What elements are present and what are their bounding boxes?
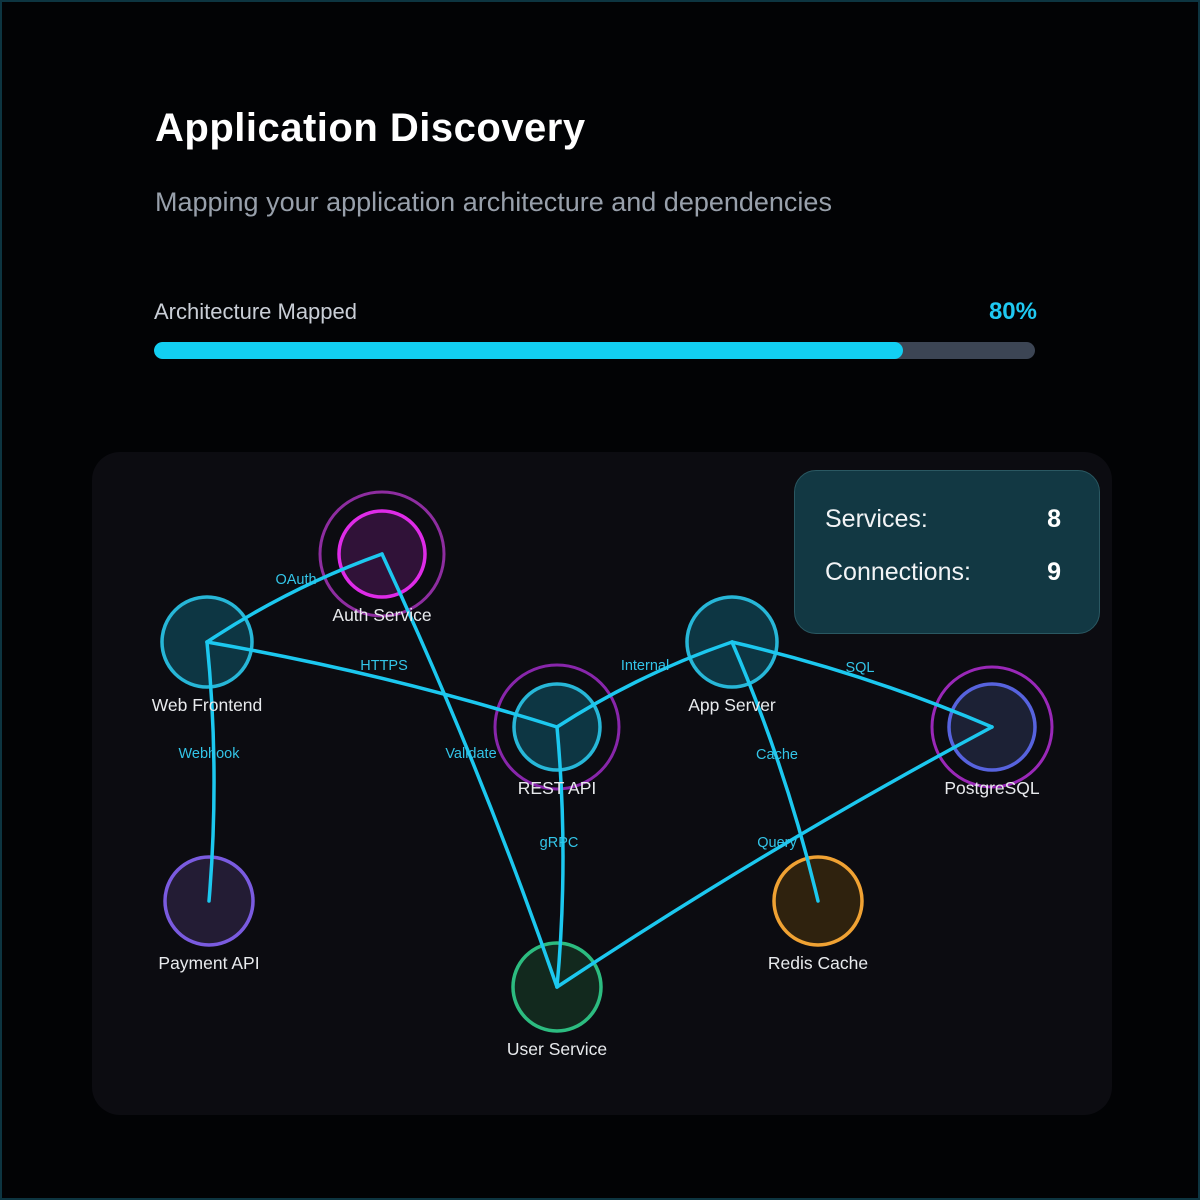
edge-app-server-postgresql	[730, 640, 994, 729]
services-value: 8	[1047, 505, 1061, 533]
services-label: Services:	[825, 505, 928, 533]
edge-label-grpc: gRPC	[540, 835, 579, 851]
postgresql-label: PostgreSQL	[944, 778, 1040, 798]
edge-label-validate: Validate	[445, 746, 496, 762]
node-layer	[160, 490, 1054, 1033]
edge-label-https: HTTPS	[360, 658, 408, 674]
progress-header: Architecture Mapped 80%	[154, 298, 1037, 326]
edge-web-frontend-rest-api	[205, 640, 559, 729]
page-subtitle: Mapping your application architecture an…	[155, 187, 832, 217]
edge-auth-service-user-service	[380, 552, 559, 989]
edge-label-internal: Internal	[621, 658, 669, 674]
edge-layer	[205, 552, 994, 989]
progress-track	[154, 342, 1035, 359]
edge-user-service-postgresql	[555, 725, 994, 989]
auth-service-label: Auth Service	[332, 605, 431, 625]
payment-api-label: Payment API	[158, 953, 259, 973]
postgresql-outer-ring	[930, 665, 1054, 789]
rest-api-outer-ring	[493, 663, 621, 791]
edge-label-webhook: Webhook	[179, 746, 241, 762]
progress-label: Architecture Mapped	[154, 299, 357, 324]
connections-label: Connections:	[825, 558, 971, 586]
connections-row: Connections: 9	[825, 558, 1061, 587]
page-title: Application Discovery	[155, 106, 586, 150]
edge-web-frontend-payment-api	[205, 640, 216, 903]
edge-rest-api-user-service	[555, 725, 565, 989]
redis-cache-label: Redis Cache	[768, 953, 868, 973]
stats-box: Services: 8 Connections: 9	[794, 470, 1100, 634]
edge-label-query: Query	[757, 835, 797, 851]
edge-app-server-redis-cache	[730, 640, 820, 903]
rest-api-label: REST API	[518, 778, 596, 798]
progress-fill	[154, 342, 903, 359]
user-service-label: User Service	[507, 1039, 607, 1059]
connections-value: 9	[1047, 558, 1061, 586]
web-frontend-label: Web Frontend	[152, 695, 263, 715]
edge-label-sql: SQL	[845, 660, 874, 676]
services-row: Services: 8	[825, 505, 1061, 534]
app-server-label: App Server	[688, 695, 776, 715]
edge-web-frontend-auth-service	[205, 552, 384, 644]
edge-rest-api-app-server	[555, 640, 734, 729]
edge-label-oauth: OAuth	[275, 572, 316, 588]
auth-service-outer-ring	[318, 490, 446, 618]
edge-label-cache: Cache	[756, 747, 798, 763]
progress-percent: 80%	[988, 298, 1037, 325]
